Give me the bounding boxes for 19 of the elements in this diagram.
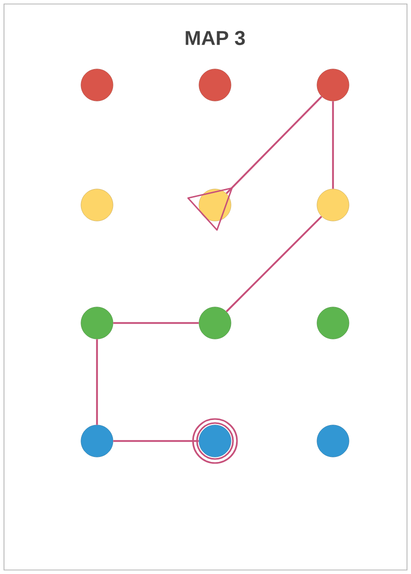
path-line [226, 216, 322, 312]
dot [316, 68, 350, 102]
dot [198, 424, 232, 458]
path-line [113, 440, 199, 442]
dot [198, 306, 232, 340]
path-line [96, 339, 98, 425]
dot [80, 188, 114, 222]
path-line [226, 96, 322, 194]
path-line [113, 322, 199, 324]
dot [80, 306, 114, 340]
dot [80, 68, 114, 102]
title: MAP 3 [186, 30, 245, 46]
dot [80, 424, 114, 458]
dot [198, 188, 232, 222]
dot [316, 306, 350, 340]
path-line [332, 101, 334, 189]
dot [316, 424, 350, 458]
dot [198, 68, 232, 102]
dot [316, 188, 350, 222]
